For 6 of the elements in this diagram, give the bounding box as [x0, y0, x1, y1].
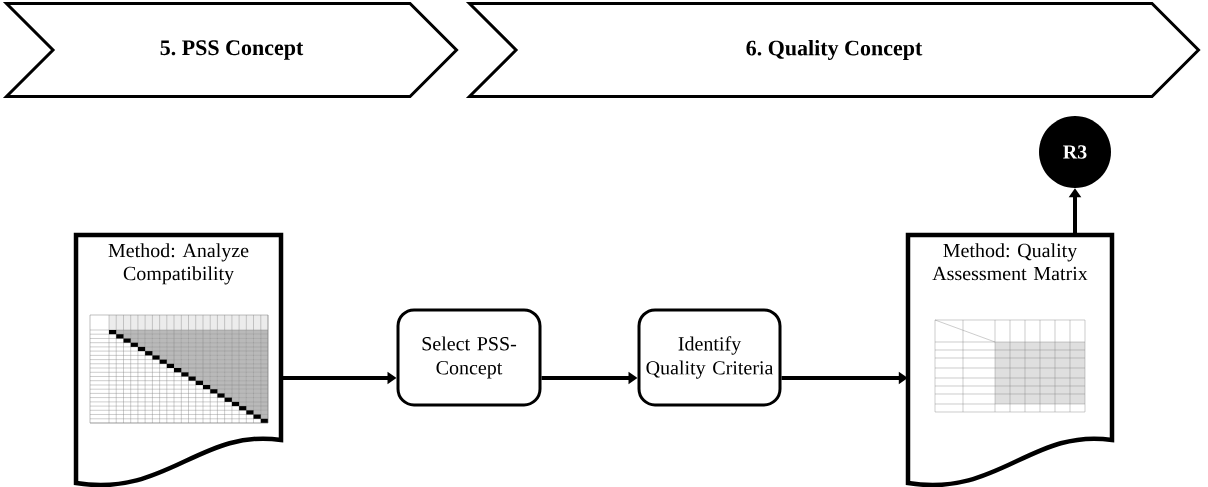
- phase-banner: 6. Quality Concept: [465, 2, 1201, 98]
- node-text: Method: Analyze Compatibility: [108, 243, 249, 285]
- phase-banner: 5. PSS Concept: [2, 2, 459, 98]
- node-text: Method: Quality Assessment Matrix: [932, 243, 1088, 281]
- process-box: Select PSS-Concept: [396, 308, 542, 407]
- process-box: Identify Quality Criteria: [637, 308, 782, 407]
